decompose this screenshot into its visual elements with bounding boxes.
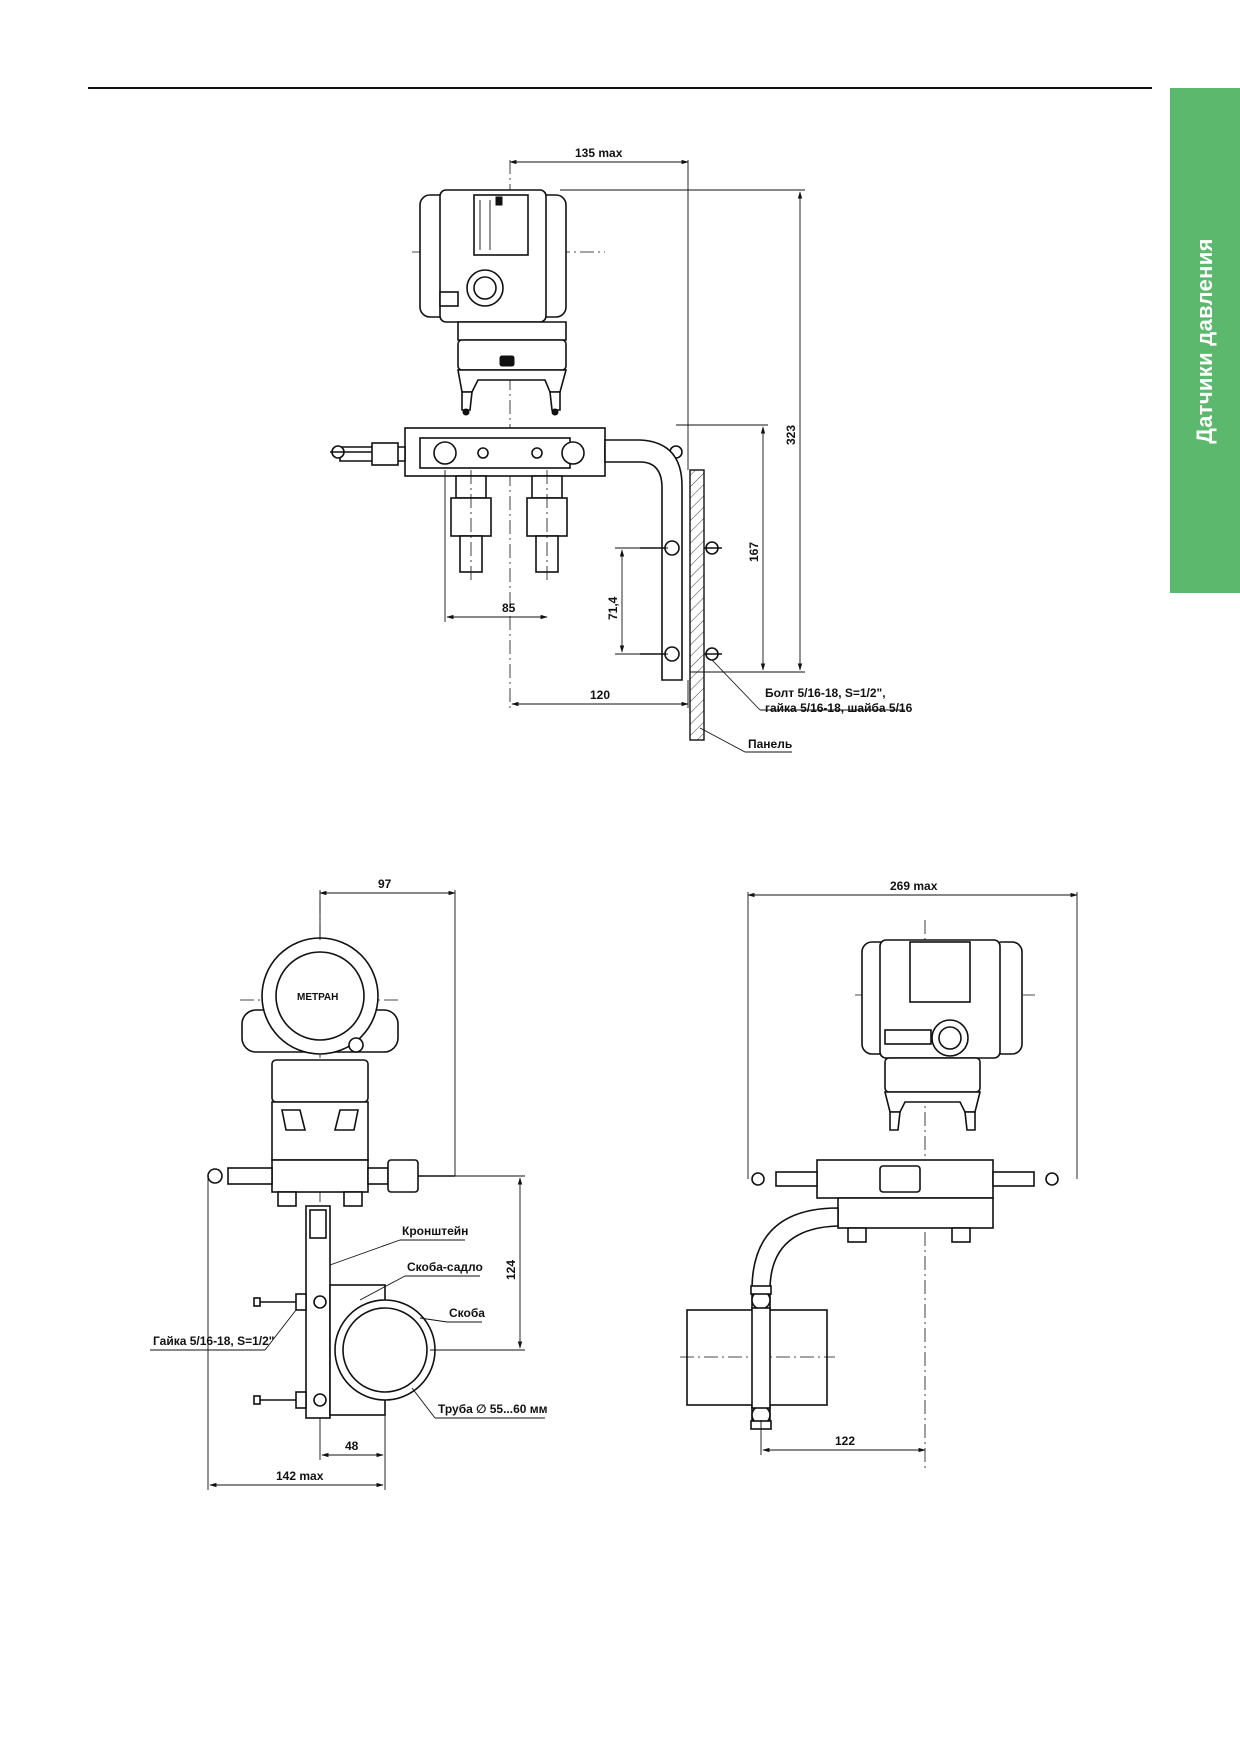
transmitter-flange (457, 369, 568, 416)
drawing-left-pipe-mount: МЕТРАН (150, 877, 548, 1490)
callout-bracket: Кронштейн (402, 1224, 468, 1238)
pipe-section (334, 1299, 436, 1401)
valve-manifold-side (207, 1159, 455, 1207)
callout-bolt-line2: гайка 5/16-18, шайба 5/16 (765, 701, 913, 715)
valve-manifold-side-right (751, 1159, 1059, 1243)
dim-120: 120 (590, 688, 610, 702)
transmitter-side-housing (861, 939, 1023, 1131)
dim-48: 48 (345, 1439, 359, 1453)
curved-bracket (750, 1207, 839, 1430)
callout-panel: Панель (748, 737, 792, 751)
l-bracket (604, 439, 683, 681)
callout-clamp: Скоба (449, 1306, 485, 1320)
transmitter-housing (419, 189, 567, 371)
dim-97: 97 (378, 877, 392, 891)
callout-saddle: Скоба-садло (407, 1260, 483, 1274)
dim-167: 167 (747, 542, 761, 562)
dim-135-max: 135 max (575, 146, 623, 160)
drawing-top-panel-mount: 135 max 323 167 71,4 85 120 Болт 5/16-18… (330, 146, 913, 753)
dim-269-max: 269 max (890, 879, 938, 893)
callout-pipe: Труба ∅ 55...60 мм (438, 1402, 548, 1416)
callout-bolt-line1: Болт 5/16-18, S=1/2", (765, 686, 886, 700)
section-tab: Датчики давления (1170, 88, 1240, 593)
callout-nut: Гайка 5/16-18, S=1/2" (153, 1334, 274, 1348)
dim-323: 323 (784, 425, 798, 445)
valve-manifold (330, 427, 683, 477)
wall-panel (689, 469, 722, 741)
dim-85: 85 (502, 601, 516, 615)
transmitter-front-housing: МЕТРАН (241, 937, 399, 1170)
process-fittings (450, 470, 568, 580)
dim-71-4: 71,4 (606, 596, 620, 620)
housing-logo: МЕТРАН (297, 992, 338, 1003)
dim-122: 122 (835, 1434, 855, 1448)
dim-124: 124 (504, 1260, 518, 1280)
dim-142-max: 142 max (276, 1469, 324, 1483)
pipe-section-side (680, 1307, 835, 1409)
drawing-right-pipe-mount-side: 269 max 122 (680, 879, 1078, 1470)
